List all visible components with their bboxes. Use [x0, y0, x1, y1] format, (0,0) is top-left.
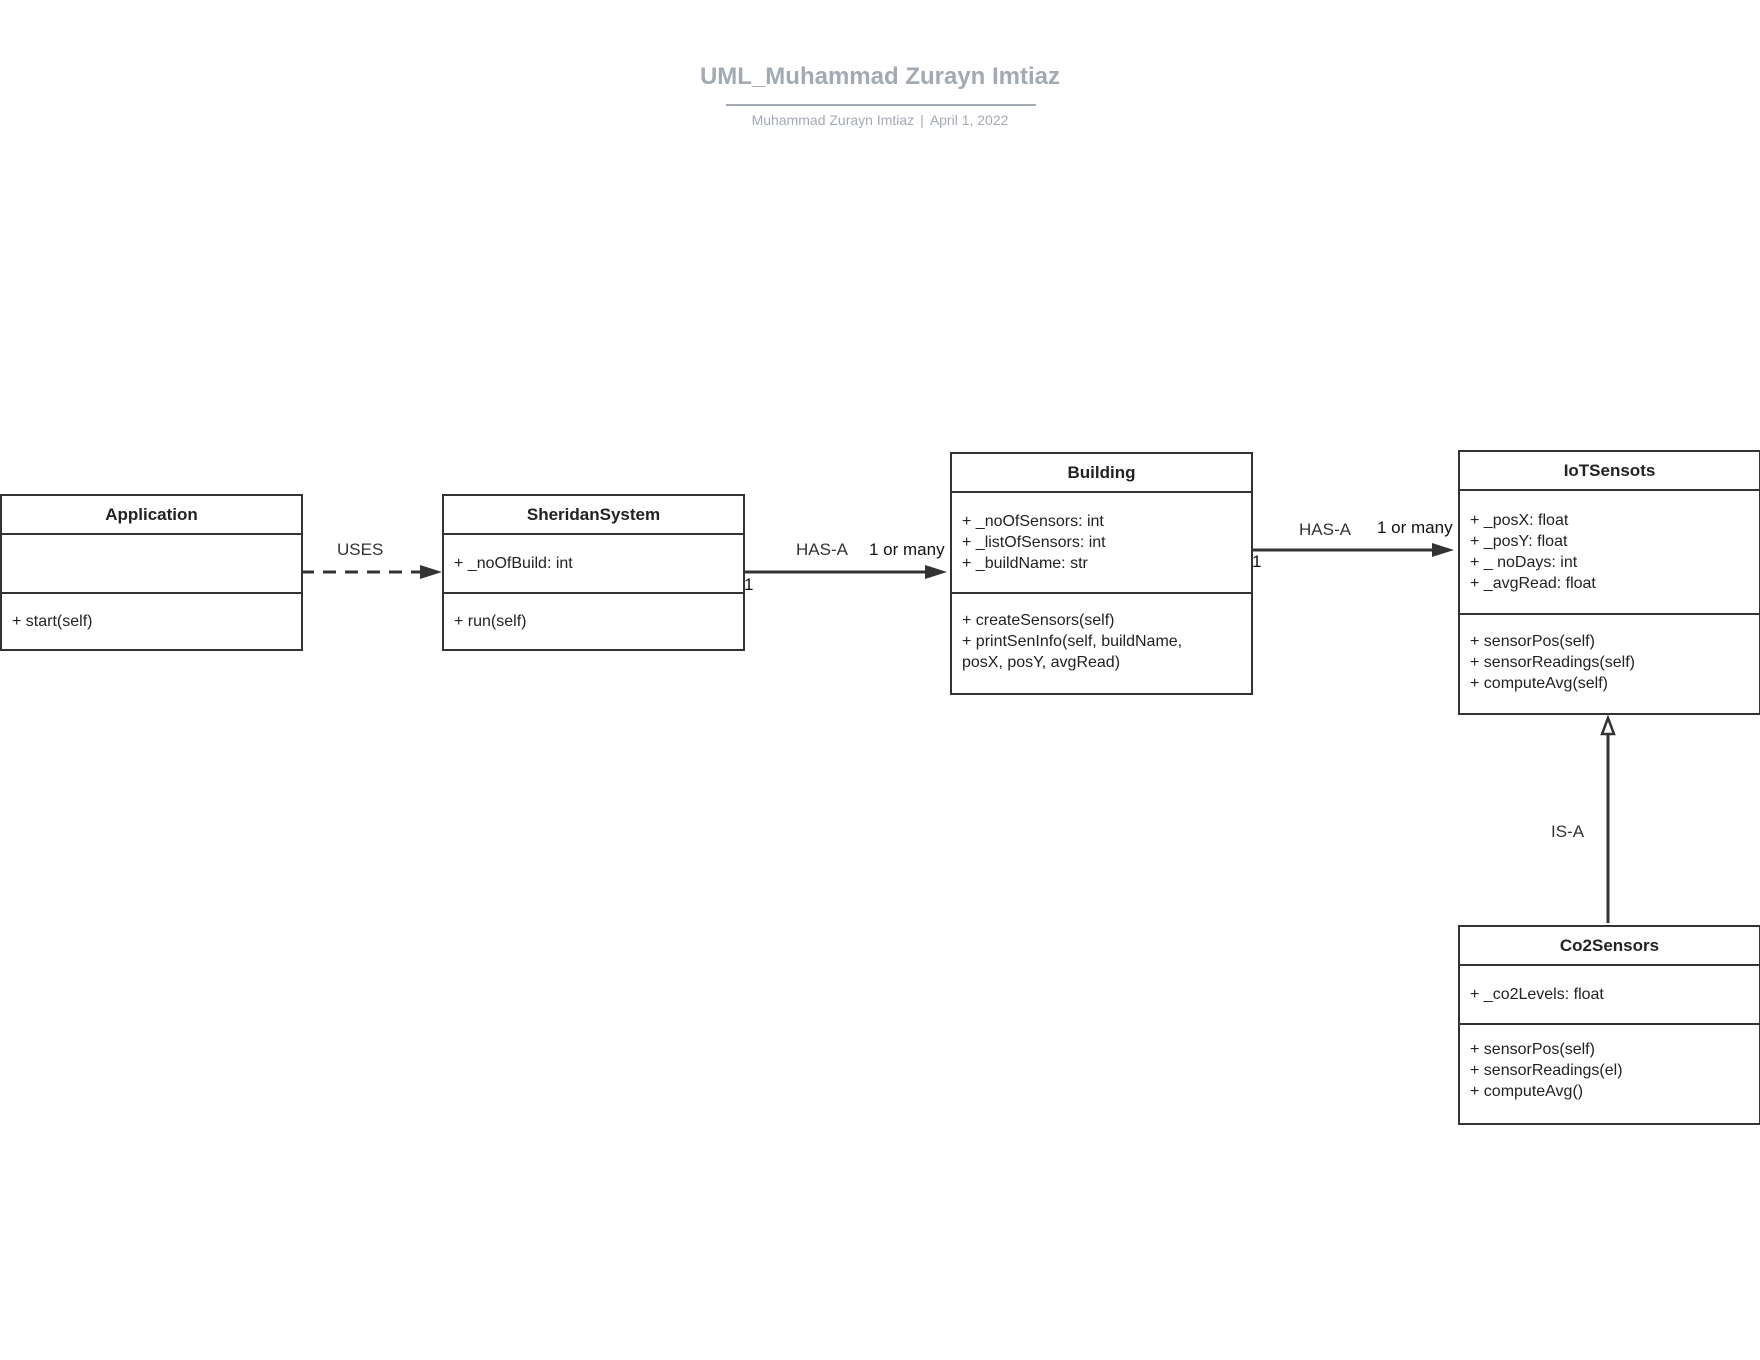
diagram-header: UML_Muhammad Zurayn Imtiaz [0, 62, 1760, 96]
class-attributes: + _posX: float + _posY: float + _ noDays… [1460, 491, 1759, 615]
class-application[interactable]: Application + start(self) [0, 494, 303, 651]
method: + sensorReadings(el) [1470, 1062, 1623, 1079]
attribute: + _co2Levels: float [1470, 986, 1604, 1003]
class-methods: + createSensors(self) + printSenInfo(sel… [952, 594, 1251, 693]
has-a-sensor-edge[interactable] [1250, 543, 1454, 557]
method: + sensorReadings(self) [1470, 654, 1635, 671]
class-attributes: + _noOfBuild: int [444, 535, 743, 594]
method: + sensorPos(self) [1470, 633, 1595, 650]
uses-label: USES [337, 540, 384, 559]
author-name: Muhammad Zurayn Imtiaz [751, 112, 915, 128]
method: + computeAvg() [1470, 1083, 1584, 1100]
has-a-sensor-label: HAS-A [1299, 520, 1351, 539]
class-attributes [2, 535, 301, 594]
attribute: + _listOfSensors: int [962, 534, 1106, 551]
class-name: Application [2, 496, 301, 535]
is-a-label: IS-A [1551, 822, 1585, 841]
class-name: Co2Sensors [1460, 927, 1759, 966]
method: + sensorPos(self) [1470, 1041, 1595, 1058]
method: + printSenInfo(self, buildName, posX, po… [962, 633, 1183, 671]
class-name: IoTSensots [1460, 452, 1759, 491]
class-building[interactable]: Building + _noOfSensors: int + _listOfSe… [950, 452, 1253, 695]
class-sheridan-system[interactable]: SheridanSystem + _noOfBuild: int + run(s… [442, 494, 745, 651]
has-a-sensor-arrowhead [1432, 543, 1454, 557]
diagram-title: UML_Muhammad Zurayn Imtiaz [699, 63, 1061, 90]
building-source-multiplicity: 1 [744, 575, 754, 594]
method: + createSensors(self) [962, 612, 1115, 629]
uses-arrowhead [420, 565, 442, 579]
attribute: + _avgRead: float [1470, 575, 1596, 592]
attribute: + _posX: float [1470, 512, 1569, 529]
class-methods: + sensorPos(self) + sensorReadings(self)… [1460, 615, 1759, 713]
class-iot-sensors[interactable]: IoTSensots + _posX: float + _posY: float… [1458, 450, 1760, 715]
has-a-building-arrowhead [925, 565, 947, 579]
document-date: April 1, 2022 [929, 112, 1009, 128]
has-a-building-edge[interactable] [743, 565, 947, 579]
class-co2-sensors[interactable]: Co2Sensors + _co2Levels: float + sensorP… [1458, 925, 1760, 1125]
diagram-meta: Muhammad Zurayn Imtiaz | April 1, 2022 [0, 112, 1760, 128]
meta-separator: | [920, 112, 924, 128]
class-attributes: + _co2Levels: float [1460, 966, 1759, 1025]
attribute: + _posY: float [1470, 533, 1568, 550]
class-methods: + start(self) [2, 594, 301, 649]
is-a-arrowhead [1600, 714, 1616, 736]
title-underline [726, 104, 1036, 106]
class-attributes: + _noOfSensors: int + _listOfSensors: in… [952, 493, 1251, 594]
is-a-generalization-edge[interactable] [1600, 714, 1616, 923]
method: + run(self) [454, 613, 527, 630]
sensor-target-multiplicity: 1 or many [1377, 518, 1453, 537]
method: + computeAvg(self) [1470, 675, 1608, 692]
method: + start(self) [12, 613, 93, 630]
has-a-building-label: HAS-A [796, 540, 848, 559]
uses-dependency-edge[interactable] [301, 565, 442, 579]
attribute: + _noOfBuild: int [454, 555, 573, 572]
attribute: + _noOfSensors: int [962, 513, 1104, 530]
sensor-source-multiplicity: 1 [1252, 552, 1262, 571]
attribute: + _buildName: str [962, 555, 1088, 572]
class-methods: + sensorPos(self) + sensorReadings(el) +… [1460, 1025, 1759, 1123]
class-name: SheridanSystem [444, 496, 743, 535]
building-target-multiplicity: 1 or many [869, 540, 945, 559]
attribute: + _ noDays: int [1470, 554, 1578, 571]
class-methods: + run(self) [444, 594, 743, 649]
class-name: Building [952, 454, 1251, 493]
